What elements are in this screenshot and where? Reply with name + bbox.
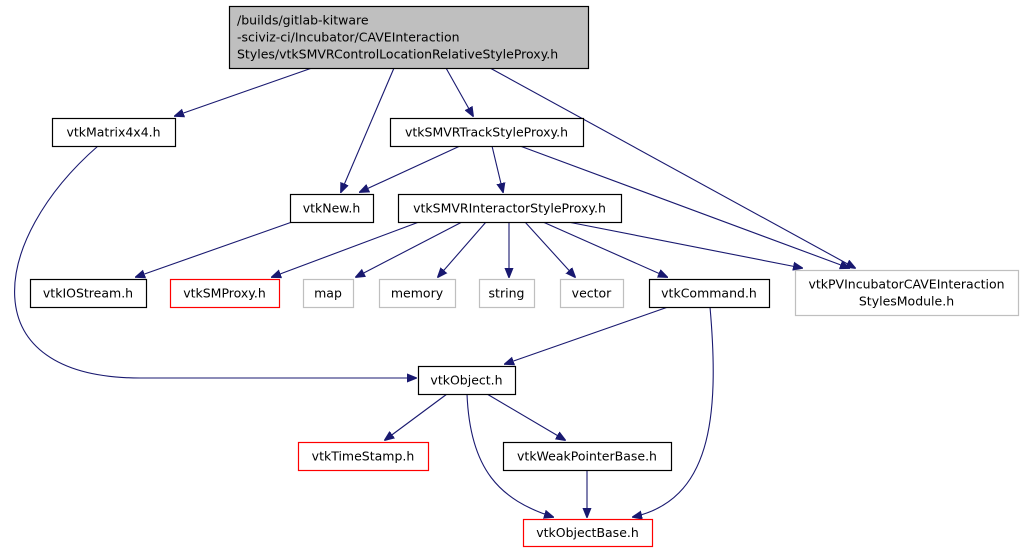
node-label: vtkPVIncubatorCAVEInteraction	[808, 277, 1004, 292]
edge-track-to-new	[360, 145, 461, 192]
node-label: vtkNew.h	[303, 201, 361, 216]
edges	[14, 67, 855, 517]
node-label: string	[489, 286, 525, 301]
node-box	[522, 518, 654, 548]
node-box	[51, 117, 177, 148]
edge-command-to-objectbase	[633, 306, 714, 517]
edge-matrix-to-object	[14, 145, 416, 378]
node-label: vtkSMProxy.h	[183, 286, 266, 301]
node-box	[397, 193, 623, 224]
node-label: memory	[391, 286, 444, 301]
node-label: vtkTimeStamp.h	[312, 449, 415, 464]
node-box	[228, 5, 590, 70]
node-box	[794, 269, 1020, 317]
node-box	[389, 117, 585, 148]
node-box	[559, 278, 625, 309]
node-label: vtkSMVRTrackStyleProxy.h	[405, 125, 568, 140]
node-label: vtkCommand.h	[661, 286, 757, 301]
edge-interactor-to-command	[542, 221, 667, 277]
edge-track-to-module	[519, 145, 849, 268]
edge-track-to-interactor	[491, 145, 503, 192]
edge-new-to-iostream	[136, 221, 293, 277]
node-label: map	[314, 286, 342, 301]
node-box	[378, 278, 457, 309]
edge-object-to-timestamp	[385, 393, 448, 440]
node-objectbase[interactable]: vtkObjectBase.h	[522, 518, 654, 548]
node-box	[417, 365, 517, 396]
node-timestamp[interactable]: vtkTimeStamp.h	[297, 441, 430, 472]
edge-interactor-to-module	[567, 221, 802, 268]
node-command[interactable]: vtkCommand.h	[648, 278, 771, 309]
node-track[interactable]: vtkSMVRTrackStyleProxy.h	[389, 117, 585, 148]
edge-interactor-to-vector	[524, 221, 575, 277]
node-label: vtkObjectBase.h	[536, 525, 639, 540]
node-matrix[interactable]: vtkMatrix4x4.h	[51, 117, 177, 148]
node-label: /builds/gitlab-kitware	[237, 13, 369, 28]
node-object[interactable]: vtkObject.h	[417, 365, 517, 396]
edge-root-to-matrix	[175, 67, 313, 116]
node-string[interactable]: string	[478, 278, 536, 309]
node-label: vtkMatrix4x4.h	[66, 125, 160, 140]
edge-object-to-weakptr	[486, 393, 565, 440]
node-label: StylesModule.h	[859, 294, 954, 309]
node-interactor[interactable]: vtkSMVRInteractorStyleProxy.h	[397, 193, 623, 224]
node-new[interactable]: vtkNew.h	[289, 193, 375, 224]
node-root[interactable]: /builds/gitlab-kitware -sciviz-ci/Incubat…	[228, 5, 590, 70]
edge-interactor-to-map	[356, 221, 463, 277]
edge-root-to-track	[445, 67, 473, 116]
node-label: vtkSMVRInteractorStyleProxy.h	[413, 201, 606, 216]
node-map[interactable]: map	[302, 278, 355, 309]
nodes: /builds/gitlab-kitware -sciviz-ci/Incubat…	[29, 5, 1020, 548]
edge-command-to-object	[505, 306, 669, 364]
node-label: vtkIOStream.h	[43, 286, 133, 301]
node-label: vtkWeakPointerBase.h	[517, 449, 657, 464]
node-label: -sciviz-ci/Incubator/CAVEInteraction	[237, 30, 460, 45]
node-label: vtkObject.h	[430, 373, 502, 388]
edge-interactor-to-smproxy	[272, 221, 420, 277]
node-smproxy[interactable]: vtkSMProxy.h	[169, 278, 281, 309]
node-label: vector	[572, 286, 613, 301]
node-box	[302, 278, 355, 309]
node-weakptr[interactable]: vtkWeakPointerBase.h	[502, 441, 673, 472]
node-box	[29, 278, 148, 309]
node-box	[648, 278, 771, 309]
node-label: Styles/vtkSMVRControlLocationRelativeSty…	[237, 47, 558, 62]
edge-root-to-new	[341, 67, 395, 192]
node-box	[169, 278, 281, 309]
node-memory[interactable]: memory	[378, 278, 457, 309]
node-box	[478, 278, 536, 309]
node-iostream[interactable]: vtkIOStream.h	[29, 278, 148, 309]
node-box	[502, 441, 673, 472]
edge-interactor-to-memory	[438, 221, 487, 277]
node-box	[297, 441, 430, 472]
node-module[interactable]: vtkPVIncubatorCAVEInteractionStylesModul…	[794, 269, 1020, 317]
node-vector[interactable]: vector	[559, 278, 625, 309]
node-box	[289, 193, 375, 224]
edge-root-to-module	[489, 67, 855, 268]
edge-object-to-objectbase	[466, 393, 553, 517]
